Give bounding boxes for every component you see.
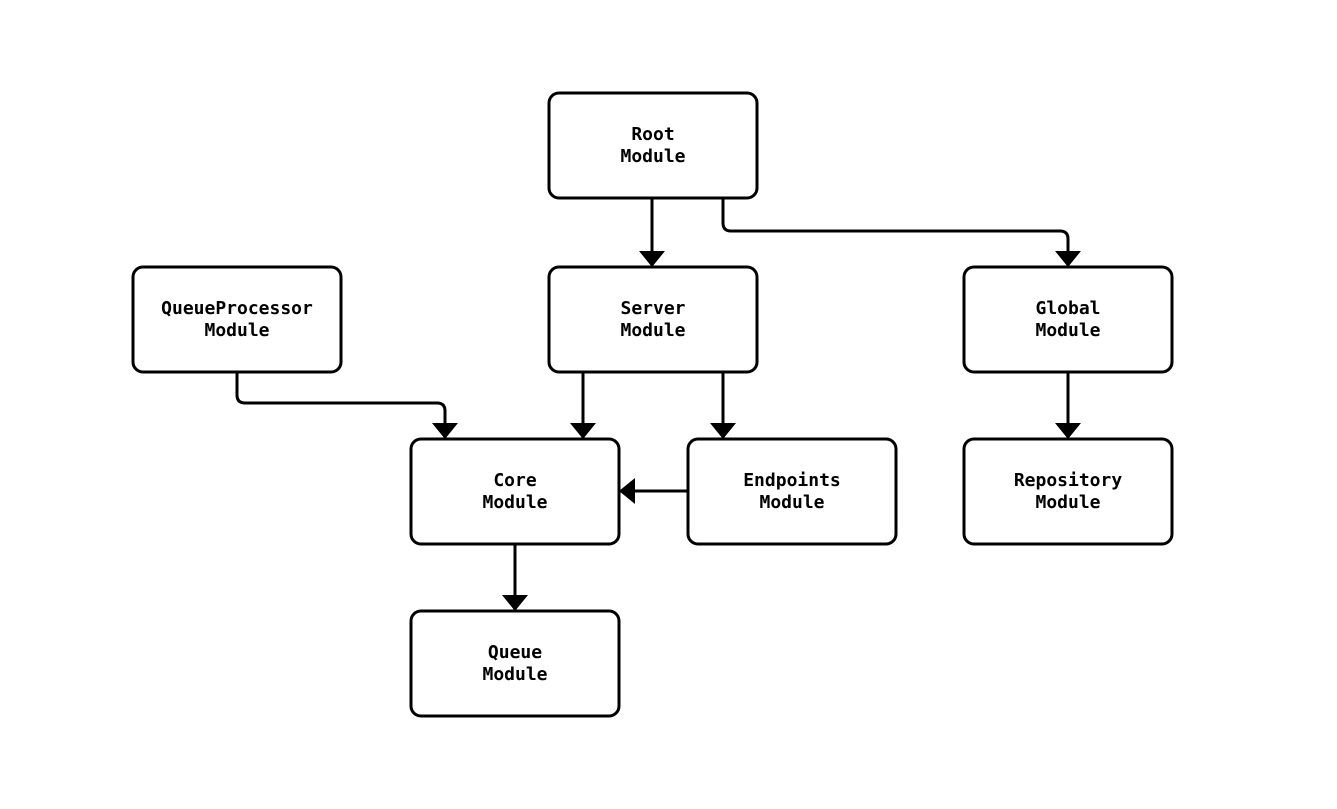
node-label-line: Module [1035,492,1100,513]
node-box [547,265,759,374]
node-label-line: Module [620,146,685,167]
node-box [409,609,621,718]
node-box [962,265,1174,374]
edge-root-to-server [639,196,665,269]
node-box [686,437,898,546]
nodes-layer: RootModuleQueueProcessorModuleServerModu… [131,91,1174,718]
node-label-line: Module [204,320,269,341]
node-box [409,437,621,546]
node-box [962,437,1174,546]
node-label-line: Endpoints [743,470,841,491]
edge-endpoints-to-core [617,478,690,504]
node-label-line: Module [482,664,547,685]
edge-line [721,196,1070,269]
arrowhead-icon [639,251,665,267]
edge-server-to-core [570,370,596,441]
arrowhead-icon [432,423,458,439]
node-label-line: Module [482,492,547,513]
edge-line [235,370,447,441]
edges-layer [235,196,1081,613]
node-label-line: Module [1035,320,1100,341]
edge-core-to-queue [502,542,528,613]
node-label-line: Server [620,298,685,319]
edge-global-to-repository [1055,370,1081,441]
node-label-line: Module [759,492,824,513]
edge-queueprocessor-to-core [235,370,458,441]
arrowhead-icon [502,595,528,611]
edge-server-to-endpoints [710,370,736,441]
node-box [131,265,343,374]
arrowhead-icon [710,423,736,439]
node-label-line: Global [1035,298,1100,319]
node-label-line: QueueProcessor [161,298,313,319]
node-label-line: Core [493,470,537,491]
arrowhead-icon [1055,251,1081,267]
node-box [547,91,759,200]
node-label-line: Root [631,124,674,145]
arrowhead-icon [570,423,596,439]
arrowhead-icon [1055,423,1081,439]
node-label-line: Repository [1014,470,1123,491]
node-label-line: Queue [488,642,542,663]
arrowhead-icon [619,478,635,504]
node-label-line: Module [620,320,685,341]
edge-root-to-global [721,196,1081,269]
